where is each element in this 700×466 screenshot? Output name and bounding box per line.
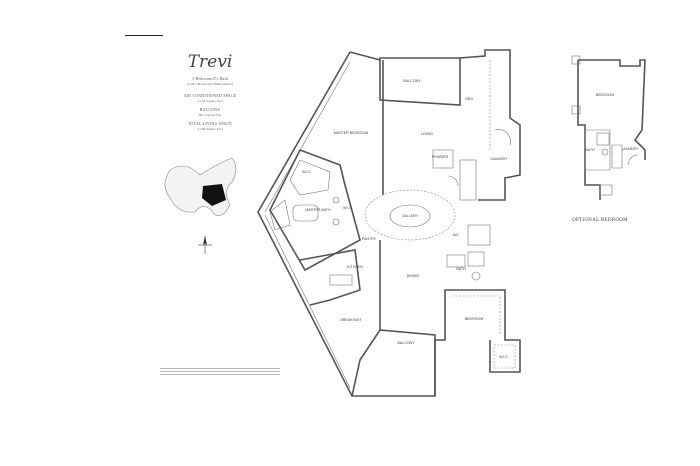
optional-bedroom-plan [571, 55, 646, 200]
room-powder: POWDER [432, 155, 449, 159]
optional-room-bedroom: BEDROOM [596, 93, 615, 97]
room-master-bedroom: MASTER BEDROOM [334, 131, 369, 135]
room-living: LIVING [421, 132, 433, 136]
balcony-value: 301 Square Feet [198, 113, 222, 117]
room-wic-2: W.I.C. [343, 206, 353, 210]
room-balcony-top: BALCONY [403, 79, 421, 83]
room-master-bath: MASTER BATH [305, 208, 331, 212]
optional-room-bath: BATH [585, 148, 595, 152]
compass-icon [198, 236, 212, 254]
room-bedroom: BEDROOM [465, 317, 484, 321]
total-value: 2,436 Square Feet [197, 127, 223, 131]
room-den: DEN [465, 97, 473, 101]
optional-room-laundry: LAUNDRY [621, 147, 639, 151]
plan-name: Trevi [187, 52, 233, 72]
ac-space-label: AIR CONDITIONED SPACE [183, 93, 237, 98]
room-ac: A/C [453, 233, 459, 237]
room-wic-3: W.I.C. [499, 355, 509, 359]
room-dining: DINING [407, 274, 420, 278]
room-bath: BATH [456, 267, 466, 271]
room-wic-1: W.I.C. [302, 170, 312, 174]
room-breakfast: BREAKFAST [340, 318, 362, 322]
main-floor-plan [257, 49, 521, 397]
total-label: TOTAL LIVING SPACE [187, 121, 233, 126]
optional-bedroom-caption: OPTIONAL BEDROOM [572, 218, 628, 223]
room-gallery: GALLERY [402, 214, 419, 218]
ac-space-value: 2,135 Square Feet [197, 99, 223, 103]
key-plan [164, 157, 237, 216]
disclaimer-fine-print [160, 368, 280, 376]
room-laundry: LAUNDRY [490, 157, 508, 161]
plan-option: (with 3 Bedroom/3 Bath Option) [187, 82, 233, 86]
plan-type: 3 Bedroom/2½ Bath [192, 76, 228, 81]
balcony-label: BALCONY [199, 107, 221, 112]
room-balcony-bottom: BALCONY [397, 341, 415, 345]
room-kitchen: KITCHEN [347, 265, 363, 269]
room-pantry: PANTRY [362, 237, 377, 241]
header-rule [125, 35, 163, 36]
